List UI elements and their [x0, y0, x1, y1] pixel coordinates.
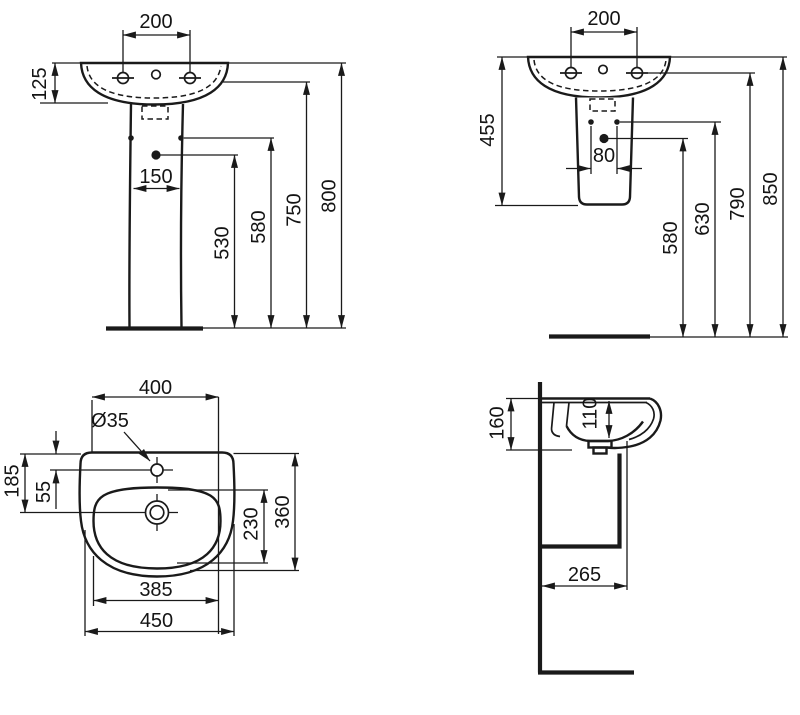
- back-ledge-foot: [550, 428, 561, 438]
- dim-label-rim-front-depth: 160: [487, 406, 509, 439]
- dim-label-overall-depth: 360: [272, 495, 294, 528]
- dim-label-bowl-width: 385: [139, 579, 172, 601]
- front-rim-outer-curve: [607, 397, 663, 450]
- dim-label-waste-wall-offset: 265: [568, 564, 601, 586]
- dim-label-waste-height: 530: [212, 226, 234, 259]
- dim-label-rear-width: 400: [139, 377, 172, 399]
- view-front-pedestal: 200 125 150 530 580 750 800: [29, 11, 346, 331]
- dim-label-overall-width: 450: [140, 610, 173, 632]
- back-ledge-line: [565, 402, 570, 427]
- dim-label-tap-centres: 200: [587, 8, 620, 30]
- dim-label-rim-rear-height: 790: [727, 187, 749, 220]
- dim-label-fixing-height: 580: [248, 210, 270, 243]
- overflow-hole: [150, 69, 162, 80]
- dim-label-bowl-inner-depth: 110: [580, 398, 602, 430]
- dim-label-fixing-height: 630: [692, 202, 714, 235]
- bowl-outline-plan: [92, 486, 222, 570]
- waste-outlet-hidden-line: [589, 98, 616, 112]
- waste-point: [599, 133, 609, 144]
- fixing-hole-left: [588, 119, 594, 125]
- dim-label-rim-rear-height: 750: [284, 193, 306, 226]
- dim-label-bowl-depth: 230: [241, 507, 263, 540]
- pedestal-right-edge: [179, 103, 185, 328]
- waste-point: [151, 150, 161, 160]
- front-rim-inner-curve: [628, 401, 655, 441]
- basin-inner-rim-hidden-line: [86, 65, 222, 99]
- fixing-hole-right: [614, 119, 620, 125]
- dim-label-tap-centres: 200: [139, 11, 172, 33]
- waste-pipe: [542, 453, 622, 549]
- back-ledge-line: [550, 402, 555, 430]
- view-plan: 400 Ø35 185 55 230 360 385 450: [2, 377, 299, 636]
- fixing-hole-left: [128, 135, 134, 141]
- tap-hole: [150, 463, 164, 477]
- dim-label-waste-height: 580: [660, 221, 682, 254]
- view-front-semi-pedestal: 200 455 80 580 630 790 850: [477, 8, 788, 339]
- dim-label-tap-hole-diameter: Ø35: [91, 410, 129, 432]
- dim-label-semi-pedestal-height: 455: [477, 113, 499, 146]
- waste-outlet-hidden-line: [141, 105, 169, 120]
- dim-label-rim-depth: 125: [29, 67, 51, 100]
- waste-hole-inner: [149, 504, 165, 521]
- view-side-section: 160 110 265: [487, 382, 663, 675]
- dim-label-overall-height: 850: [760, 172, 782, 205]
- dim-label-pedestal-width: 150: [139, 166, 172, 188]
- overflow-hole: [597, 64, 609, 75]
- leader-line-tap-hole: [123, 431, 151, 462]
- fixing-hole-right: [178, 135, 184, 141]
- dim-label-fixing-centres: 80: [593, 145, 615, 167]
- pedestal-left-edge: [128, 103, 133, 328]
- dim-label-overall-height: 800: [319, 179, 341, 212]
- waste-outlet-spigot: [592, 446, 608, 455]
- dim-label-tap-setback: 55: [33, 481, 55, 503]
- dim-label-waste-setback: 185: [2, 464, 24, 497]
- basin-outline-front: [526, 55, 672, 99]
